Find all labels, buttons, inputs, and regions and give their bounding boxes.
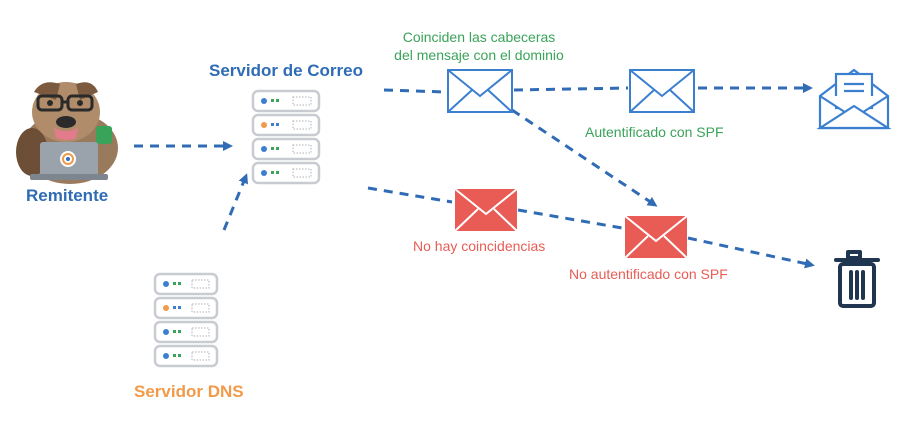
sender-mascot-icon — [16, 82, 118, 184]
valid-mail-envelope-icon — [447, 69, 513, 113]
dns-server-icon — [153, 272, 219, 368]
mail-server-label: Servidor de Correo — [209, 61, 363, 80]
arrow-valid-envelope-to-unauth-envelope — [511, 108, 658, 207]
dns-server-label: Servidor DNS — [134, 382, 244, 401]
arrow-server-to-nomatch-envelope — [367, 186, 453, 204]
sender-label: Remitente — [26, 186, 109, 205]
spf-not-authenticated-label: No autentificado con SPF — [569, 266, 728, 282]
arrow-valid-envelope-to-auth-envelope — [513, 86, 629, 92]
headers-match-line-2: del mensaje con el dominio — [394, 47, 564, 63]
authenticated-mail-envelope-icon — [629, 69, 695, 113]
spf-authenticated-label: Autentificado con SPF — [585, 124, 724, 140]
headers-match-label: Coinciden las cabeceras del mensaje con … — [374, 28, 584, 64]
arrow-server-to-valid-envelope — [383, 88, 447, 94]
inbox-open-envelope-icon — [816, 68, 892, 130]
trash-can-icon — [834, 250, 880, 308]
no-match-label: No hay coincidencias — [413, 238, 546, 254]
arrow-unauth-envelope-to-trash — [687, 236, 815, 269]
no-match-mail-envelope-icon — [454, 188, 518, 232]
mail-server-icon — [251, 89, 321, 185]
arrow-nomatch-envelope-to-unauth-envelope — [517, 208, 623, 230]
unauthenticated-mail-envelope-icon — [624, 215, 688, 259]
headers-match-line-1: Coinciden las cabeceras — [402, 29, 556, 45]
arrow-dns-to-mail-server — [222, 173, 248, 231]
